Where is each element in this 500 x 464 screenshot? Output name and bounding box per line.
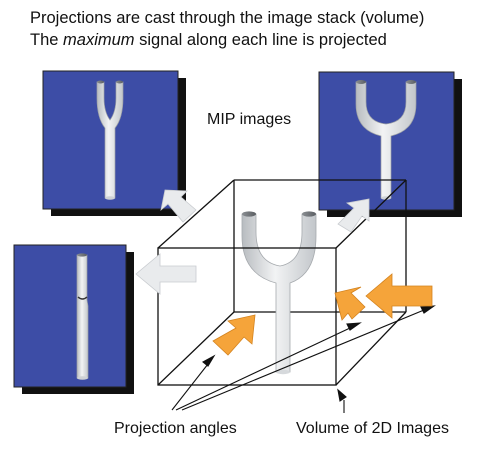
vessel-icon bbox=[96, 80, 124, 200]
vessel-icon bbox=[76, 253, 89, 380]
mip-panel-top-right bbox=[318, 71, 462, 217]
mip-panel-top-left bbox=[42, 70, 186, 216]
panel-blue bbox=[13, 244, 127, 388]
label-volume: Volume of 2D Images bbox=[296, 420, 449, 437]
pointer-lines bbox=[171, 305, 436, 413]
vessel-icon bbox=[355, 80, 417, 200]
title-line-2: The maximum signal along each line is pr… bbox=[30, 31, 387, 49]
mip-panel-bottom-left bbox=[13, 244, 134, 394]
vessel-icon-center bbox=[241, 211, 317, 375]
gray-arrow-top-left bbox=[160, 189, 197, 223]
emphasis-maximum: maximum bbox=[63, 31, 135, 49]
label-projection-angles: Projection angles bbox=[114, 420, 237, 437]
gray-arrow-left bbox=[135, 253, 197, 295]
label-mip-images: MIP images bbox=[207, 111, 292, 128]
gray-arrow-top-right bbox=[337, 198, 370, 233]
orange-arrows bbox=[212, 273, 433, 356]
orange-arrow-angle-1 bbox=[212, 314, 256, 356]
orange-arrow-angle-2 bbox=[334, 286, 366, 321]
orange-arrow-angle-3 bbox=[365, 273, 433, 319]
gray-arrows bbox=[135, 189, 370, 295]
title-line-1: Projections are cast through the image s… bbox=[30, 9, 425, 27]
cube-front-face bbox=[157, 179, 407, 386]
